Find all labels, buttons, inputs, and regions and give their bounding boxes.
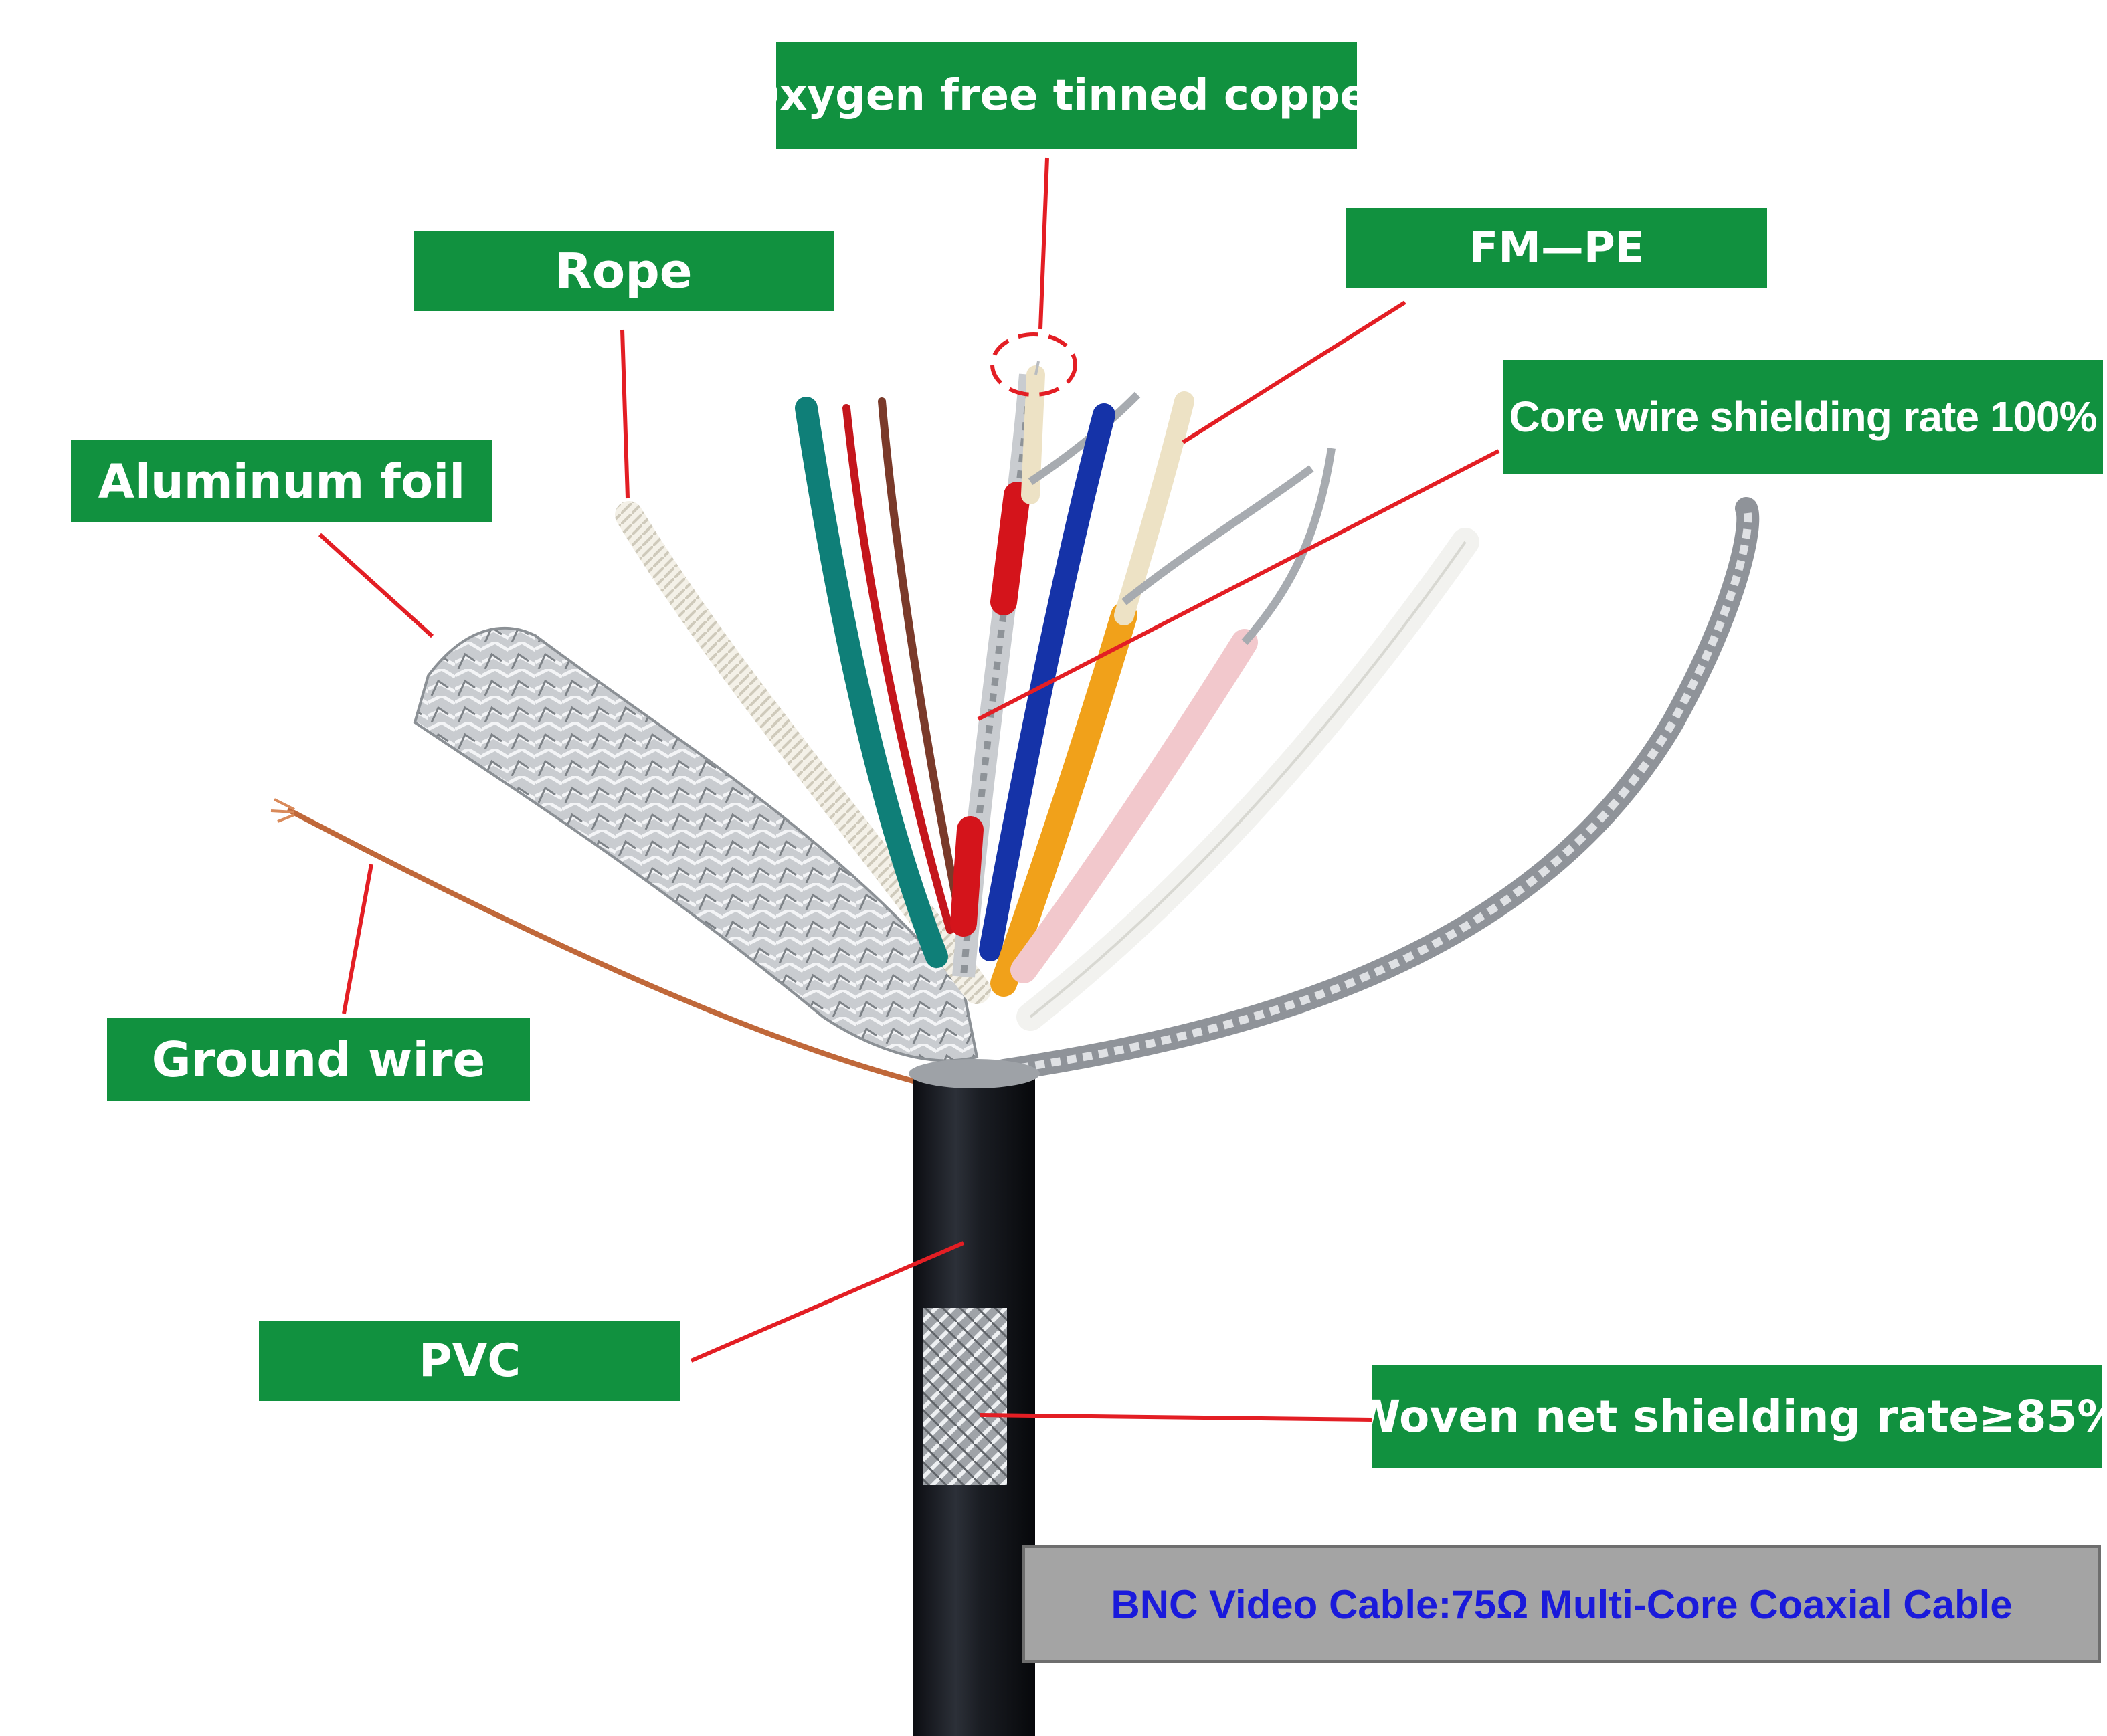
label-pvc: PVC	[259, 1321, 680, 1401]
leader-pvc	[690, 1241, 965, 1363]
label-core-wire-shielding: Core wire shielding rate 100%	[1503, 360, 2103, 474]
pink-wire	[1010, 629, 1258, 983]
teal-wire	[795, 397, 948, 968]
label-fm-pe: FM—PE	[1346, 208, 1767, 288]
orange-wire	[990, 602, 1137, 997]
leader-fm-pe	[1182, 300, 1406, 444]
label-woven-net-shielding: Woven net shielding rate≥85%	[1372, 1365, 2102, 1468]
red-wire	[842, 404, 954, 934]
label-rope: Rope	[414, 231, 834, 311]
ground-wire-strand	[286, 807, 925, 1086]
label-oxygen-free-tinned-copper: Oxygen free tinned copper	[776, 42, 1357, 149]
label-aluminum-foil: Aluminum foil	[71, 440, 492, 522]
oxygen-highlight-circle	[990, 332, 1077, 397]
aluminum-foil-bundle	[413, 626, 979, 1062]
leader-woven	[980, 1413, 1372, 1422]
leader-core-shield	[977, 449, 1500, 721]
cable-title-banner: BNC Video Cable:75Ω Multi-Core Coaxial C…	[1022, 1545, 2101, 1663]
leader-rope	[620, 329, 630, 499]
brown-wire	[878, 397, 968, 941]
blue-wire	[979, 403, 1115, 961]
leader-aluminum	[318, 533, 434, 638]
leader-ground	[342, 864, 373, 1014]
woven-braid-window	[923, 1308, 1007, 1485]
cable-title-text: BNC Video Cable:75Ω Multi-Core Coaxial C…	[1111, 1581, 2013, 1627]
leader-oxygen	[1038, 157, 1049, 330]
label-ground-wire: Ground wire	[107, 1018, 530, 1101]
